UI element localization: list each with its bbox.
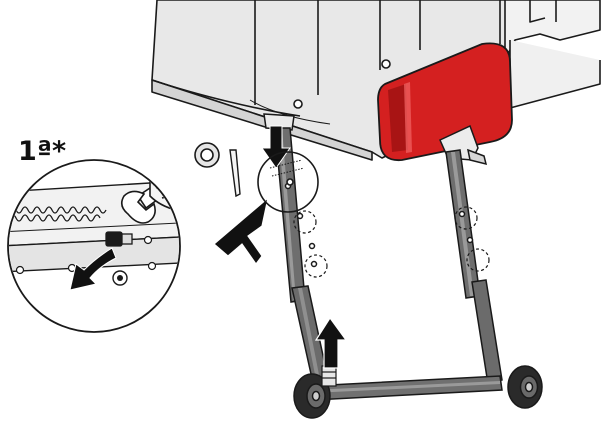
inset-nut: [113, 271, 127, 285]
left-strut: [275, 128, 330, 392]
right-strut: [446, 150, 502, 384]
right-strut-lower: [472, 280, 502, 384]
wheel-collar: [322, 366, 336, 386]
wrist: [230, 150, 240, 196]
inset-bolt: [106, 232, 132, 246]
adjust-hole: [312, 262, 317, 267]
hand-icon: [150, 150, 236, 210]
bolt: [382, 60, 390, 68]
inset-hole: [17, 267, 24, 274]
adjust-hole: [468, 238, 473, 243]
knob-ring: [195, 143, 219, 167]
adjust-hole: [310, 244, 315, 249]
adjust-hole: [298, 214, 303, 219]
side-panel-edge: [510, 40, 600, 108]
adjust-hole: [460, 212, 465, 217]
inset-hole: [145, 237, 152, 244]
machine-body: [152, 0, 600, 160]
bolt: [294, 100, 302, 108]
step-label: 1ª*: [18, 136, 66, 167]
arrow-pointer-icon: [214, 198, 268, 264]
detail-inset: [0, 143, 240, 332]
right-wheel: [508, 366, 542, 408]
axle: [310, 376, 502, 400]
inset-hole: [149, 263, 156, 270]
